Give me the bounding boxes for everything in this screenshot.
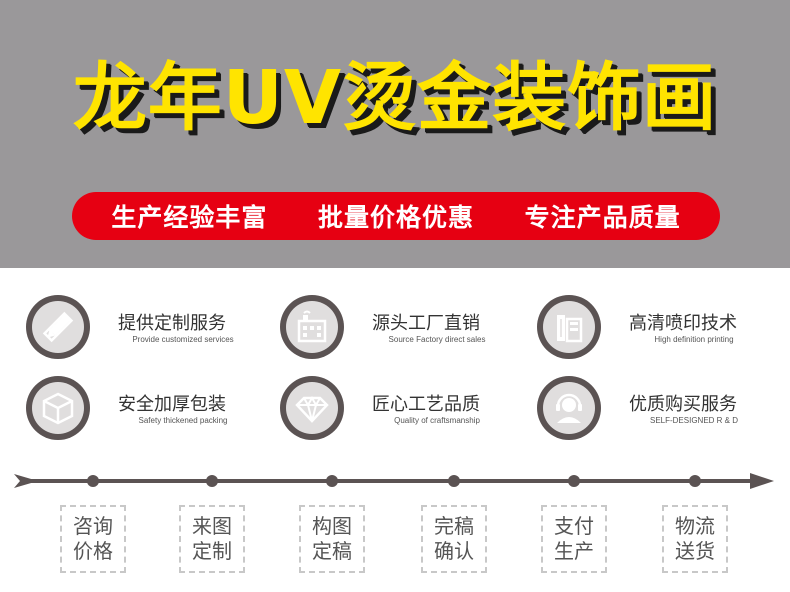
selling-point: 批量价格优惠: [317, 203, 474, 232]
factory-icon: [297, 310, 327, 343]
feature-subtitle: Source Factory direct sales: [388, 335, 486, 344]
headline: 龙年UV烫金装饰画: [72, 55, 718, 141]
process-timeline: [14, 473, 774, 489]
feature-title: 安全加厚包装: [118, 394, 226, 415]
box-icon: [42, 392, 74, 425]
feature-factory-direct: 源头工厂直销 Source Factory direct sales: [280, 295, 520, 359]
step-line: 来图: [192, 514, 232, 538]
process-step-consult: 咨询 价格: [60, 505, 126, 573]
feature-subtitle: Safety thickened packing: [138, 416, 228, 425]
step-line: 定稿: [312, 539, 352, 563]
process-step-compose: 构图 定稿: [299, 505, 365, 573]
step-line: 定制: [192, 539, 232, 563]
step-line: 完稿: [434, 514, 474, 538]
feature-title: 源头工厂直销: [372, 313, 480, 334]
printer-icon: [557, 315, 583, 343]
process-step-confirm: 完稿 确认: [421, 505, 487, 573]
process-step-produce: 支付 生产: [541, 505, 607, 573]
step-line: 咨询: [73, 514, 113, 538]
step-line: 物流: [675, 514, 715, 538]
feature-hd-printing: 高清喷印技术 High definition printing: [537, 295, 777, 359]
step-line: 送货: [675, 539, 715, 563]
timeline-dot: [206, 475, 218, 487]
selling-points-pill: 生产经验丰富 批量价格优惠 专注产品质量: [72, 192, 720, 240]
headset-icon: [556, 393, 582, 423]
feature-subtitle: Provide customized services: [132, 335, 234, 344]
step-line: 确认: [434, 539, 474, 563]
step-line: 生产: [554, 539, 594, 563]
feature-subtitle: High definition printing: [654, 335, 734, 344]
feature-subtitle: SELF-DESIGNED R & D: [649, 416, 738, 425]
timeline-head-arrow: [750, 473, 774, 489]
step-line: 构图: [312, 514, 352, 538]
selling-point: 生产经验丰富: [111, 203, 268, 232]
pencil-ruler-icon: [42, 311, 74, 343]
top-banner: 龙年UV烫金装饰画 生产经验丰富 批量价格优惠 专注产品质量: [0, 0, 790, 268]
feature-purchase-service: 优质购买服务 SELF-DESIGNED R & D: [537, 376, 777, 440]
timeline-dot: [448, 475, 460, 487]
timeline-dot: [87, 475, 99, 487]
step-line: 支付: [554, 514, 594, 538]
process-step-custom: 来图 定制: [179, 505, 245, 573]
timeline-dot: [326, 475, 338, 487]
selling-point: 专注产品质量: [524, 203, 681, 232]
feature-safe-packing: 安全加厚包装 Safety thickened packing: [26, 376, 266, 440]
feature-title: 高清喷印技术: [629, 313, 737, 334]
feature-subtitle: Quality of craftsmanship: [394, 416, 480, 425]
timeline-dot: [689, 475, 701, 487]
feature-title: 匠心工艺品质: [372, 394, 480, 415]
diamond-icon: [295, 395, 329, 423]
feature-craftsmanship: 匠心工艺品质 Quality of craftsmanship: [280, 376, 520, 440]
feature-custom-service: 提供定制服务 Provide customized services: [26, 295, 266, 359]
step-line: 价格: [73, 539, 113, 563]
timeline-dot: [568, 475, 580, 487]
feature-title: 提供定制服务: [118, 313, 226, 334]
process-step-delivery: 物流 送货: [662, 505, 728, 573]
feature-title: 优质购买服务: [629, 394, 737, 415]
